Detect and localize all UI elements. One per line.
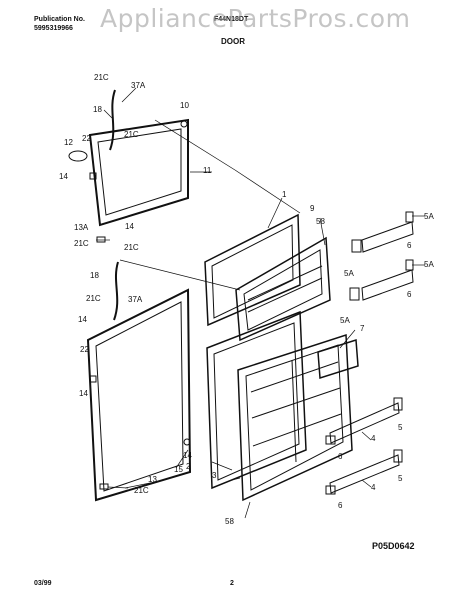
- callout-label: 9: [310, 204, 315, 213]
- fresh-food-door-liner: [237, 333, 353, 502]
- callout-label: 6: [407, 241, 412, 250]
- publication-number: 5995319966: [34, 25, 73, 32]
- callout-label: 37A: [128, 295, 143, 304]
- callout-labels: 21C 37A 18 10 12 22 21C 14 11 1 9 58 5A …: [59, 73, 434, 526]
- callout-label: 21C: [134, 486, 149, 495]
- callout-label: 6: [338, 501, 343, 510]
- callout-label: 37A: [131, 81, 146, 90]
- callout-label: 4: [371, 483, 376, 492]
- callout-label: 5A: [340, 316, 350, 325]
- callout-label: 13A: [74, 223, 89, 232]
- page-number: 2: [230, 580, 234, 587]
- model-number: F44N18DT: [214, 16, 249, 23]
- shelf-clips: [325, 211, 414, 495]
- footer-date: 03/99: [34, 580, 52, 587]
- callout-label: 5: [398, 423, 403, 432]
- callout-label: 1: [282, 190, 287, 199]
- dairy-door: [317, 339, 359, 379]
- freezer-door-gasket: [88, 118, 189, 227]
- callout-label: 5A: [424, 260, 434, 269]
- callout-label: 2: [186, 462, 191, 471]
- callout-label: 6: [407, 290, 412, 299]
- callout-label: 21C: [74, 239, 89, 248]
- callout-label: 7: [360, 324, 365, 333]
- leader-lines: [96, 87, 425, 519]
- callout-label: 4: [371, 434, 376, 443]
- callout-label: 58: [316, 217, 325, 226]
- callout-label: 5A: [344, 269, 354, 278]
- callout-label: 10: [180, 101, 189, 110]
- fresh-food-door-gasket: [86, 288, 192, 502]
- freezer-door-liner: [235, 236, 331, 342]
- callout-label: 14: [183, 451, 192, 460]
- callout-label: 14: [125, 222, 134, 231]
- drawing-code: P05D0642: [372, 541, 415, 551]
- callout-label: 18: [93, 105, 102, 114]
- publication-label: Publication No.: [34, 16, 85, 23]
- callout-label: 21C: [124, 243, 139, 252]
- callout-label: 18: [90, 271, 99, 280]
- fresh-food-door-seal: [206, 310, 307, 490]
- callout-label: 21C: [86, 294, 101, 303]
- callout-label: 21C: [94, 73, 109, 82]
- callout-label: 12: [64, 138, 73, 147]
- callout-label: 11: [203, 166, 212, 175]
- callout-label: 58: [225, 517, 234, 526]
- callout-label: 14: [78, 315, 87, 324]
- callout-label: 13: [148, 475, 157, 484]
- callout-label: 6: [338, 452, 343, 461]
- hinge-hardware: [68, 89, 191, 490]
- callout-label: 22: [82, 134, 91, 143]
- callout-label: 21C: [124, 130, 139, 139]
- watermark: AppliancePartsPros.com: [100, 4, 411, 33]
- freezer-door-seal: [204, 213, 301, 327]
- door-shelves: [329, 221, 414, 494]
- callout-label: 22: [80, 345, 89, 354]
- section-title: DOOR: [221, 37, 245, 46]
- callout-label: 14: [59, 172, 68, 181]
- callout-label: 14: [79, 389, 88, 398]
- callout-label: 5A: [424, 212, 434, 221]
- callout-label: 5: [398, 474, 403, 483]
- callout-label: 3: [212, 471, 217, 480]
- callout-label: 15: [174, 465, 183, 474]
